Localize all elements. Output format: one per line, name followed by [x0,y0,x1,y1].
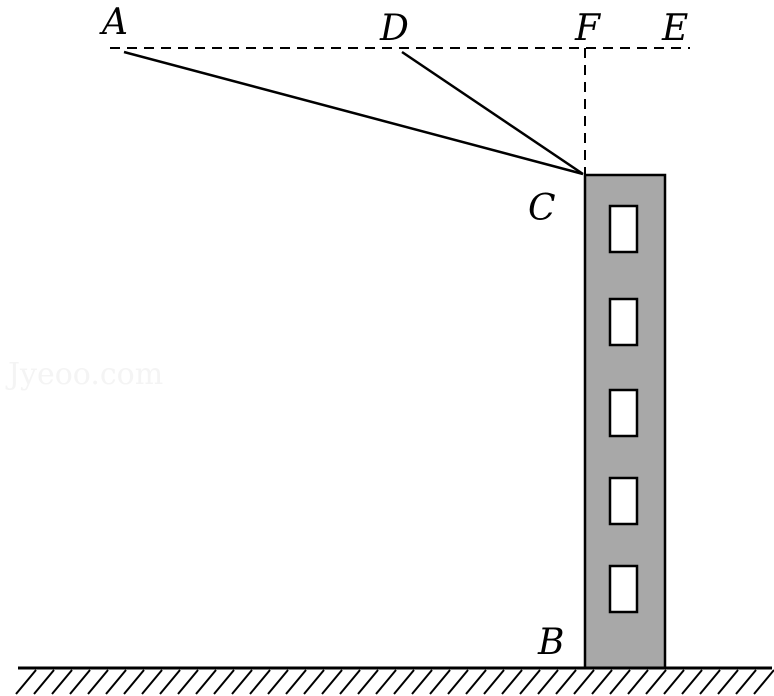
hatch-mark [51,669,73,695]
hatch-mark [609,669,631,695]
hatch-mark [123,669,145,695]
window-3 [608,388,639,438]
hatch-mark [753,669,774,695]
hatch-mark [33,669,55,695]
hatch-mark [375,669,397,695]
hatch-mark [393,669,415,695]
hatch-mark [249,669,271,695]
window-5 [608,564,639,614]
hatch-mark [321,669,343,695]
hatch-mark [555,669,577,695]
label-a: A [99,2,128,43]
line-cd [401,50,584,176]
hatch-mark [627,669,649,695]
hatch-mark [681,669,703,695]
hatch-mark [195,669,217,695]
window-4 [608,476,639,526]
hatch-mark [483,669,505,695]
label-f: F [574,8,602,49]
hatch-mark [573,669,595,695]
hatch-mark [429,669,451,695]
hatch-mark [285,669,307,695]
hatch-mark [645,669,667,695]
hatch-mark [69,669,91,695]
hatch-mark [15,669,37,695]
hatch-mark [465,669,487,695]
hatch-mark [735,669,757,695]
hatch-mark [411,669,433,695]
window-1 [608,204,639,254]
window-2 [608,297,639,347]
hatch-mark [141,669,163,695]
hatch-mark [717,669,739,695]
hatch-mark [177,669,199,695]
hatch-mark [159,669,181,695]
hatch-mark [537,669,559,695]
hatch-mark [663,669,685,695]
label-d: D [379,8,409,49]
hatch-mark [231,669,253,695]
hatch-mark [267,669,289,695]
hatch-mark [339,669,361,695]
ground-hatching [15,669,774,695]
hatch-mark [699,669,721,695]
line-ca [123,50,584,176]
hatch-mark [519,669,541,695]
hatch-mark [105,669,127,695]
label-b: B [537,622,564,663]
label-e: E [661,8,688,49]
hatch-mark [303,669,325,695]
hatch-mark [87,669,109,695]
label-c: C [528,188,556,229]
building-windows [608,204,639,614]
hatch-mark [501,669,523,695]
watermark-text: Jyeoo.com [5,357,163,392]
hatch-mark [213,669,235,695]
hatch-mark [447,669,469,695]
hatch-mark [357,669,379,695]
hatch-mark [591,669,613,695]
